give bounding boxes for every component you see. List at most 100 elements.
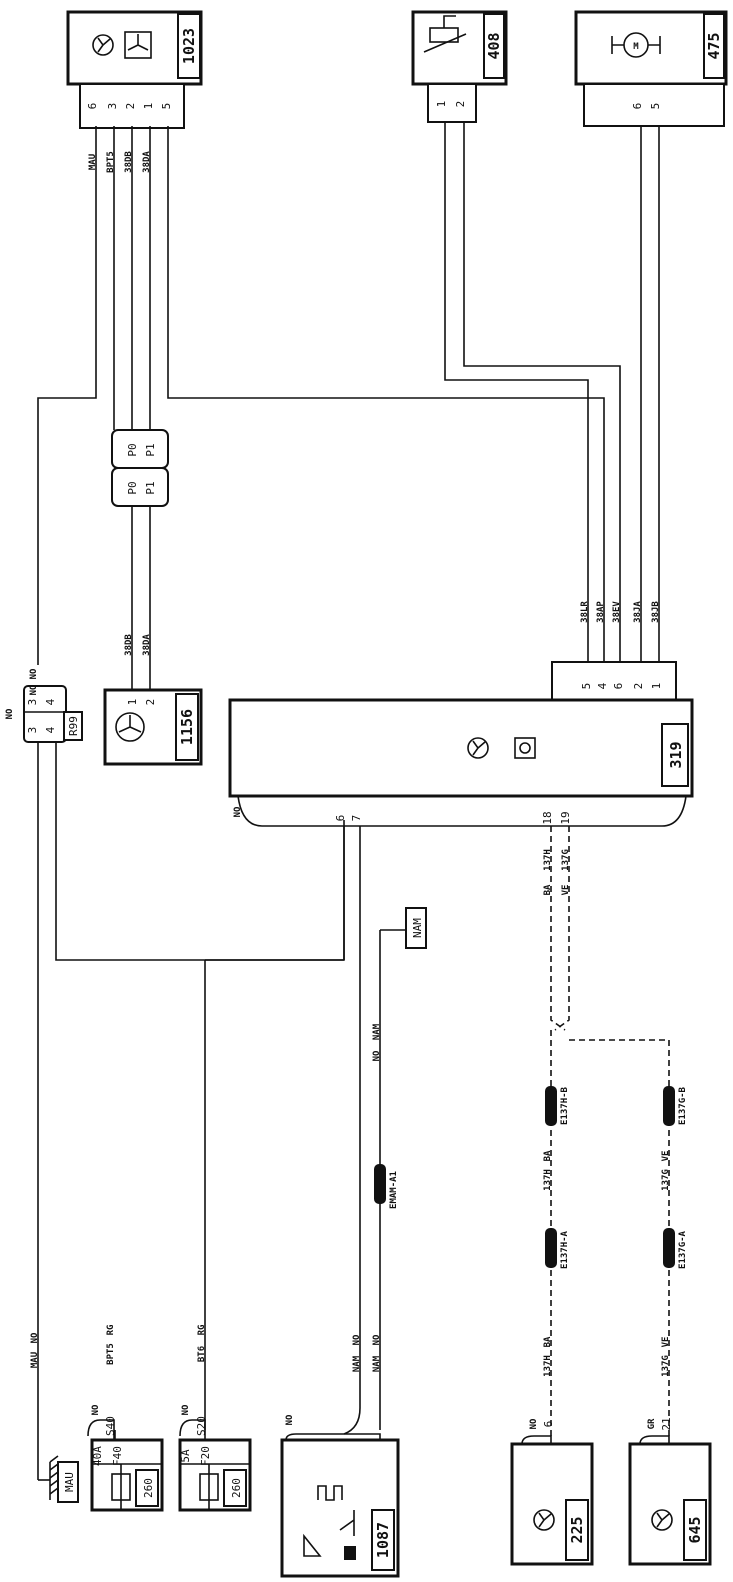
bus-label: BA [543,1336,553,1347]
wire-label: 38DB [124,151,134,173]
relay-label: NO [29,668,39,679]
bus-label: 137H [543,849,553,871]
pin-label: 3 [26,699,39,706]
pin-label: 4 [44,698,57,705]
relay-label: NO [29,684,39,695]
fuse-rating: 5A [179,1449,192,1463]
bus-label: BA [543,884,553,895]
pin-name-label: NO [529,1418,539,1429]
wire-label: 38DB [124,634,134,656]
pin-label: 6 [631,103,644,110]
connector-label: P0 [126,481,139,494]
wire-label: RG [106,1325,116,1336]
component-1156-id: 1156 [178,709,196,745]
relay-r99[interactable]: R99 3 4 3 4 NO NO NO [5,668,83,743]
wire-label: RG [197,1325,207,1336]
fuse-id: 260 [142,1478,155,1498]
fuse-box-f20[interactable]: 260 5A F20 S20 NO [178,1404,252,1512]
component-1156[interactable]: 1156 1 2 [103,688,203,766]
wires-1156: 38DB 38DA [124,506,152,690]
component-408[interactable]: 408 1 2 [411,10,508,123]
bus-137: 137H BA 137G VE [543,826,670,1436]
component-645-id: 645 [686,1516,704,1543]
ground-mau-label: MAU [63,1472,76,1492]
fuse-name: F20 [199,1446,212,1466]
inline-connectors: EMAM-A1 E137H-B E137G-B E137H-A E137G-A [374,1086,688,1269]
pin-label: 7 [350,815,363,822]
pin-label: 18 [541,811,554,824]
ground-nam: NAM [380,907,427,949]
pin-label: 1 [126,699,139,706]
connector-label: P0 [126,443,139,456]
pin-label: 6 [612,683,625,690]
wire-label: MAU [30,1352,40,1368]
wire-labels-left: MAU NO BPT5 RG BT6 RG [30,1325,207,1369]
connector-p0-p1[interactable]: P0 P1 P0 P1 [111,429,169,507]
wire-labels-319: 38LR 38AP 38EV 38JA 38JB [580,601,661,623]
wire-label: 38AP [596,601,606,623]
relay-label: NO [5,708,15,719]
bus-label: 137H [543,1355,553,1377]
pin-label: 4 [596,682,609,689]
inline-label: E137H-B [560,1086,570,1125]
bus-label: 137G [561,849,571,871]
pin-label: 5 [160,103,173,110]
wire-label: 38JB [651,601,661,623]
connector-label: P1 [144,443,157,456]
component-475[interactable]: M 475 6 5 [574,10,728,127]
component-1023-id: 1023 [180,28,198,64]
component-1023[interactable]: 1023 6 3 2 1 5 [66,10,203,129]
inline-label: E137G-B [678,1086,688,1125]
component-1087-id: 1087 [374,1522,392,1558]
wire-label: NO [372,1334,382,1345]
bus-labels-lower: 137H BA 137G VE 137H BA 137G VE [543,1150,671,1377]
motor-icon: M [633,42,639,52]
wire-label: MAU [88,154,98,170]
pin-label: 5 [580,683,593,690]
wire-label: 38LR [580,601,590,623]
relay-id: R99 [67,716,80,736]
pin-label: 6 [334,815,347,822]
pin-label: 4 [44,726,57,733]
wire-label: NAM [352,1355,362,1372]
wire-labels-nam: NAM NO NAM NO NO NAM [352,1023,382,1372]
wires-408-475 [444,122,660,662]
pin-label: 2 [454,101,467,108]
component-1087-label: NO [285,1414,295,1425]
pin-label: 2 [124,103,137,110]
bus-label: 137G [661,1355,671,1377]
fuse-id: 260 [230,1478,243,1498]
inline-label: E137H-A [560,1230,570,1269]
fuse-box-f40[interactable]: 260 40A F40 S40 NO [87,1404,164,1512]
pin-label: 3 [26,727,39,734]
wire-label: 38DA [142,151,152,173]
wire-label: BPT5 [106,151,116,173]
inline-label: EMAM-A1 [389,1171,399,1209]
ground-mau: MAU [38,1455,79,1503]
connector-label: P1 [144,481,157,494]
component-475-id: 475 [705,32,723,59]
pin-label: 1 [650,683,663,690]
wire-label: 38JA [633,601,643,623]
pin-label: 1 [142,103,155,110]
pin-label: 19 [559,811,572,824]
component-225[interactable]: NO 6 225 [510,1418,594,1566]
component-225-id: 225 [568,1516,586,1543]
component-645[interactable]: GR 21 645 [628,1417,712,1566]
wires-r99 [37,742,345,1480]
fuse-stub-label: NO [181,1404,191,1415]
fuse-name: F40 [111,1446,124,1466]
fuse-rating: 40A [91,1446,104,1466]
pin-label: 21 [660,1417,673,1430]
fuse-stub: S40 [104,1416,117,1436]
pin-label: 5 [649,103,662,110]
component-319[interactable]: 5 4 6 2 1 319 NO 6 7 18 19 [228,661,694,827]
component-1087[interactable]: NO 2 1087 [280,1414,400,1578]
component-319-id: 319 [667,741,685,768]
bus-label: VE [561,885,571,896]
component-408-id: 408 [485,32,503,59]
wire-label: NAM [372,1355,382,1372]
wire-label: 38EV [612,601,622,623]
fuse-stub: S20 [195,1416,208,1436]
